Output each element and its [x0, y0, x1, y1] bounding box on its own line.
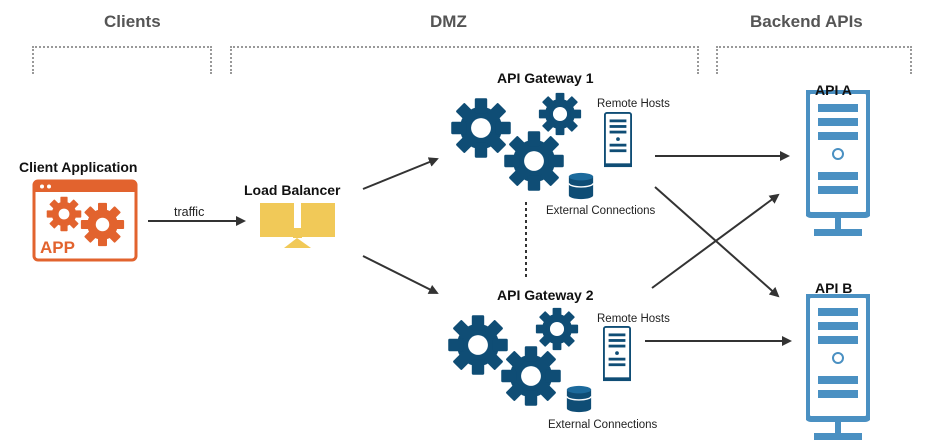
balance-scale-icon — [260, 203, 335, 248]
server-icon — [807, 91, 869, 236]
gear-icon — [501, 346, 561, 406]
clients-bracket — [32, 46, 212, 74]
gateway2-remote-hosts-label: Remote Hosts — [597, 313, 670, 325]
traffic-label: traffic — [174, 205, 205, 219]
gateway2-label: API Gateway 2 — [497, 287, 594, 303]
app-text: APP — [40, 238, 75, 257]
database-icon — [568, 172, 594, 200]
zone-clients-header: Clients — [104, 12, 161, 31]
gateway1-external-label: External Connections — [546, 205, 656, 217]
client-application-label: Client Application — [19, 159, 138, 175]
api-b-label: API B — [815, 280, 853, 296]
gear-icon — [504, 131, 564, 191]
server-icon — [603, 325, 631, 383]
server-icon — [807, 295, 869, 440]
gw2-to-apia-arrow — [651, 193, 780, 289]
gear-icon — [538, 92, 582, 136]
api-a-label: API A — [815, 82, 852, 98]
gateway1-remote-hosts-label: Remote Hosts — [597, 98, 670, 110]
gear-icon — [448, 315, 508, 375]
app-window-icon: APP — [32, 179, 138, 262]
backend-bracket — [716, 46, 912, 74]
zone-dmz-header: DMZ — [430, 12, 467, 31]
gear-icon — [451, 98, 511, 158]
dmz-bracket — [230, 46, 699, 74]
lb-to-gateway2-arrow — [362, 255, 439, 294]
lb-to-gateway1-arrow — [362, 157, 439, 190]
gateway1-label: API Gateway 1 — [497, 70, 594, 86]
gateway2-external-label: External Connections — [548, 419, 658, 431]
zone-backend-header: Backend APIs — [750, 12, 863, 31]
database-icon — [566, 385, 592, 413]
load-balancer-label: Load Balancer — [244, 182, 341, 198]
server-icon — [604, 111, 632, 169]
gear-icon — [535, 307, 579, 351]
